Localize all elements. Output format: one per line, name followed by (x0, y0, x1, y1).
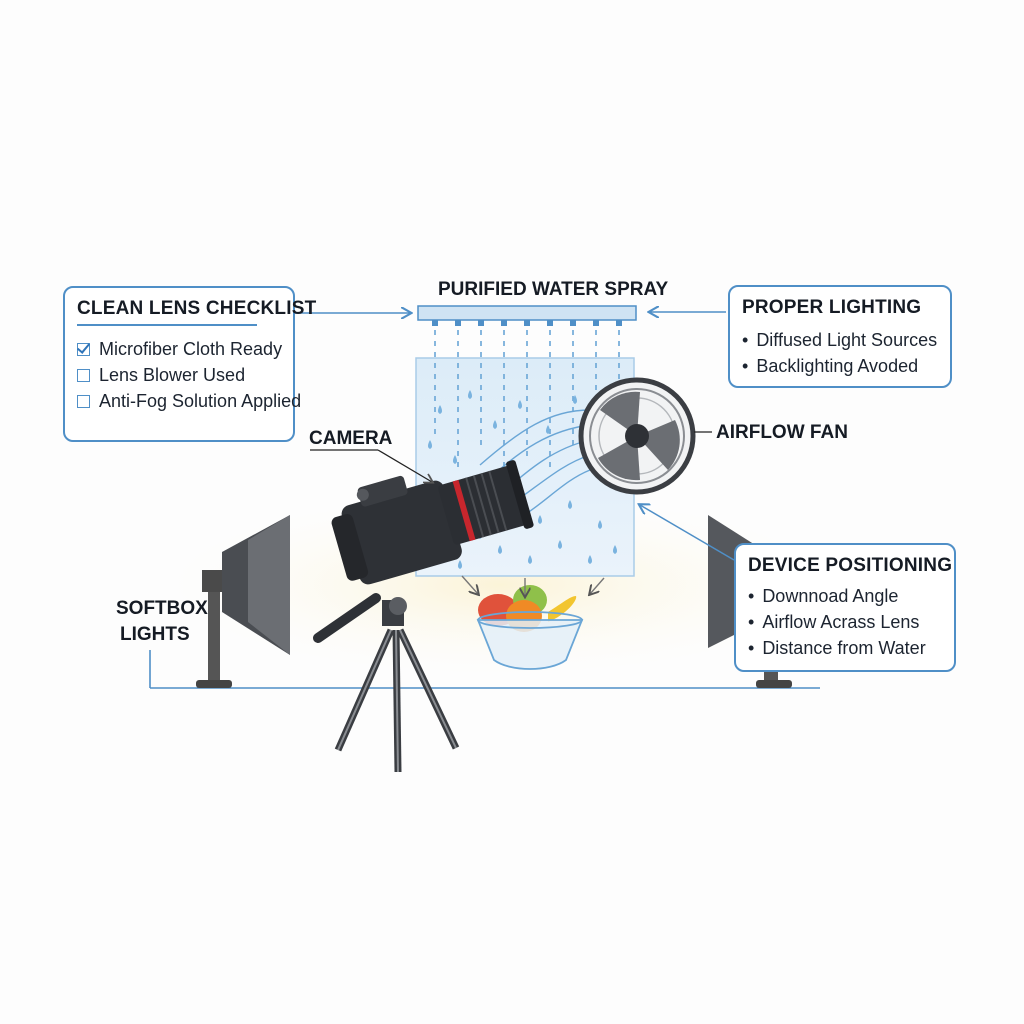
fruit-bowl (476, 585, 584, 670)
checkbox-unchecked[interactable] (77, 394, 90, 408)
positioning-panel: DEVICE POSITIONING • Downnoad Angle • Ai… (734, 543, 956, 672)
checklist-item[interactable]: Lens Blower Used (77, 362, 281, 388)
lighting-item: • Diffused Light Sources (742, 327, 938, 353)
lighting-item: • Backlighting Avoded (742, 353, 938, 379)
checkbox-unchecked[interactable] (77, 368, 90, 382)
lighting-panel: PROPER LIGHTING • Diffused Light Sources… (728, 285, 952, 388)
softbox-label: SOFTBOX LIGHTS (116, 596, 208, 648)
lighting-item-label: Diffused Light Sources (756, 330, 938, 350)
softbox-label-line2: LIGHTS (120, 624, 190, 645)
positioning-item: • Distance from Water (748, 635, 942, 661)
leader-lines (310, 431, 712, 482)
checklist-item-label: Lens Blower Used (99, 365, 246, 385)
checklist-title-underline (77, 324, 257, 326)
positioning-item-label: Distance from Water (762, 638, 926, 658)
floor-line (149, 650, 820, 689)
bullet-icon: • (742, 356, 749, 376)
checklist-title: CLEAN LENS CHECKLIST (77, 298, 317, 319)
checklist-panel: CLEAN LENS CHECKLIST Microfiber Cloth Re… (63, 286, 317, 442)
checklist-item-label: Anti-Fog Solution Applied (99, 391, 302, 411)
spray-bar (417, 305, 637, 480)
softbox-light-left (196, 515, 290, 688)
lighting-item-label: Backlighting Avoded (756, 356, 919, 376)
fan-illustration (578, 377, 696, 495)
bullet-icon: • (748, 586, 755, 606)
camera-illustration (331, 460, 534, 585)
checklist-item-label: Microfiber Cloth Ready (99, 339, 283, 359)
positioning-item: • Airflow Acrass Lens (748, 609, 942, 635)
connector-lines (294, 312, 735, 561)
checkbox-checked[interactable] (77, 342, 90, 356)
spray-label: PURIFIED WATER SPRAY (438, 279, 669, 300)
bullet-icon: • (748, 638, 755, 658)
camera-label: CAMERA (309, 428, 393, 449)
bullet-icon: • (748, 612, 755, 632)
tripod (313, 593, 460, 773)
positioning-item: • Downnoad Angle (748, 583, 942, 609)
positioning-item-label: Airflow Acrass Lens (762, 612, 920, 632)
checklist-item[interactable]: Anti-Fog Solution Applied (77, 388, 301, 414)
fan-label: AIRFLOW FAN (716, 422, 848, 443)
drip-arrows (461, 575, 605, 596)
positioning-item-label: Downnoad Angle (762, 586, 899, 606)
positioning-title: DEVICE POSITIONING (748, 555, 953, 576)
checklist-item[interactable]: Microfiber Cloth Ready (77, 336, 283, 362)
bullet-icon: • (742, 330, 749, 350)
lighting-title: PROPER LIGHTING (742, 297, 922, 318)
softbox-label-line1: SOFTBOX (116, 598, 208, 619)
